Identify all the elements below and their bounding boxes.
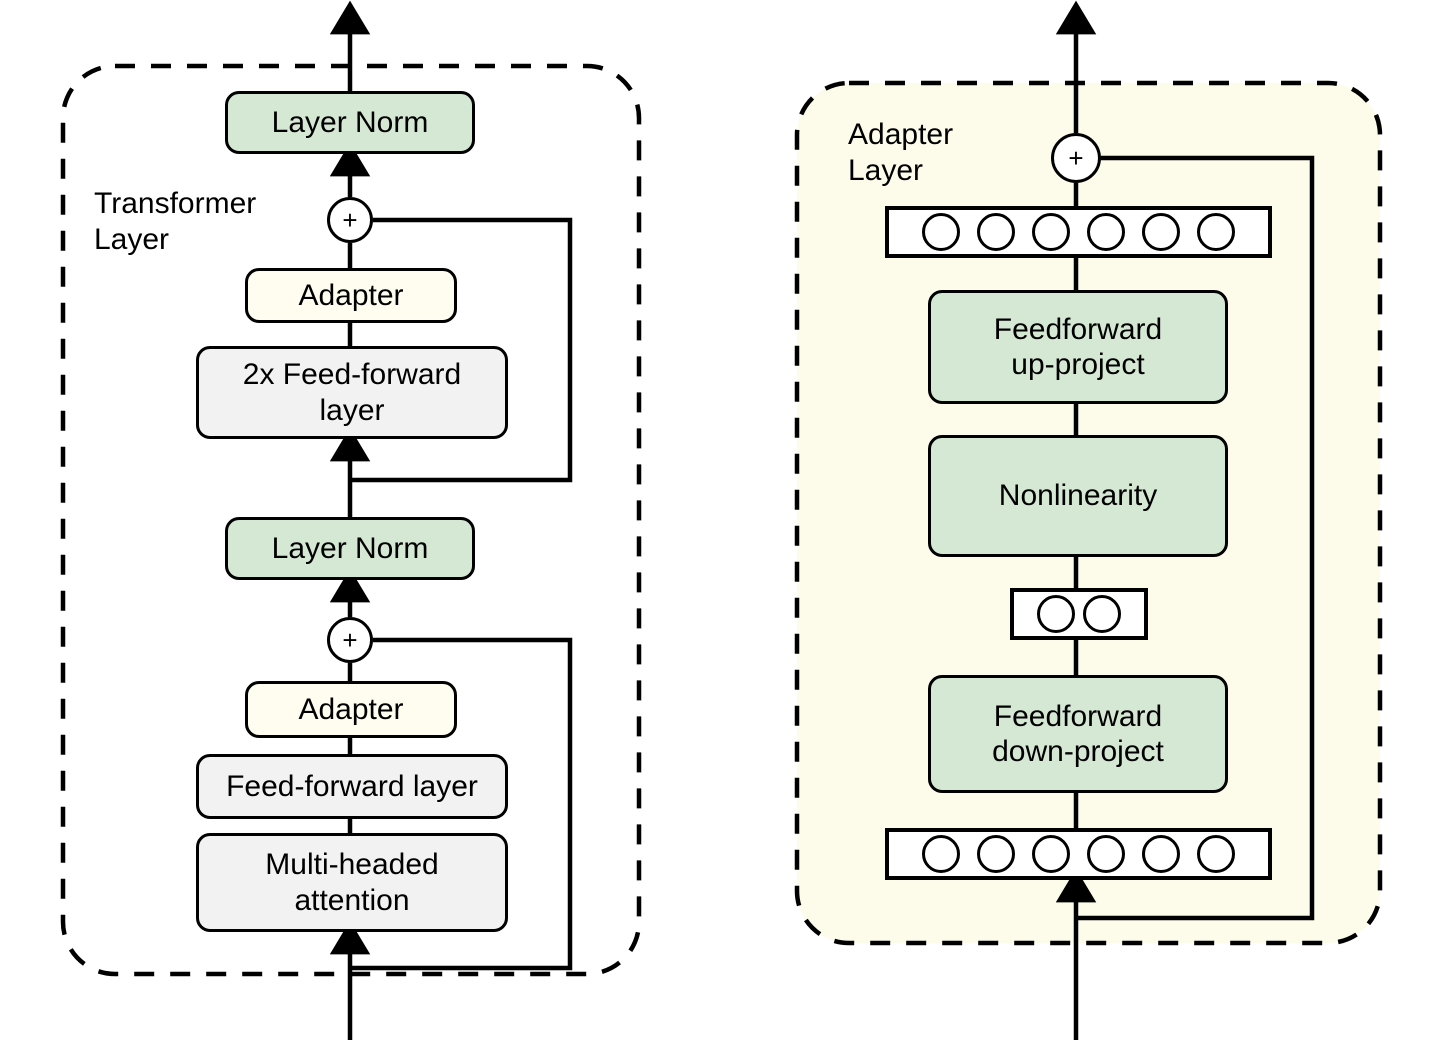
node-feedforward-up-project[interactable]: Feedforward up-project: [928, 290, 1228, 404]
neuron-circle-icon: [1087, 835, 1125, 873]
neuron-circle-icon: [1083, 595, 1122, 633]
neuron-circle-icon: [977, 835, 1015, 873]
adder-top[interactable]: +: [327, 197, 373, 243]
neuron-row-bottom[interactable]: [885, 828, 1272, 880]
adapter-layer-label: Adapter Layer: [848, 118, 954, 187]
neuron-circle-icon: [922, 835, 960, 873]
node-adapter-top[interactable]: Adapter: [245, 268, 457, 323]
node-2x-feed-forward-layer[interactable]: 2x Feed-forward layer: [196, 346, 508, 439]
node-layer-norm-top[interactable]: Layer Norm: [225, 91, 475, 154]
neuron-circle-icon: [1142, 835, 1180, 873]
node-layer-norm-mid[interactable]: Layer Norm: [225, 517, 475, 580]
node-adapter-bottom[interactable]: Adapter: [245, 681, 457, 738]
adapter-adder[interactable]: +: [1051, 133, 1101, 183]
node-feed-forward-layer[interactable]: Feed-forward layer: [196, 754, 508, 819]
neuron-circle-icon: [922, 213, 960, 251]
adder-bottom[interactable]: +: [327, 617, 373, 663]
neuron-circle-icon: [1087, 213, 1125, 251]
node-multi-headed-attention[interactable]: Multi-headed attention: [196, 833, 508, 932]
neuron-circle-icon: [1142, 213, 1180, 251]
neuron-circle-icon: [1032, 213, 1070, 251]
neuron-circle-icon: [1197, 213, 1235, 251]
node-feedforward-down-project[interactable]: Feedforward down-project: [928, 675, 1228, 793]
transformer-layer-label: Transformer Layer: [94, 187, 257, 256]
neuron-row-top[interactable]: [885, 206, 1272, 258]
neuron-circle-icon: [1036, 595, 1075, 633]
neuron-circle-icon: [977, 213, 1015, 251]
node-nonlinearity[interactable]: Nonlinearity: [928, 435, 1228, 557]
neuron-circle-icon: [1197, 835, 1235, 873]
neuron-circle-icon: [1032, 835, 1070, 873]
neuron-row-middle[interactable]: [1010, 588, 1148, 640]
